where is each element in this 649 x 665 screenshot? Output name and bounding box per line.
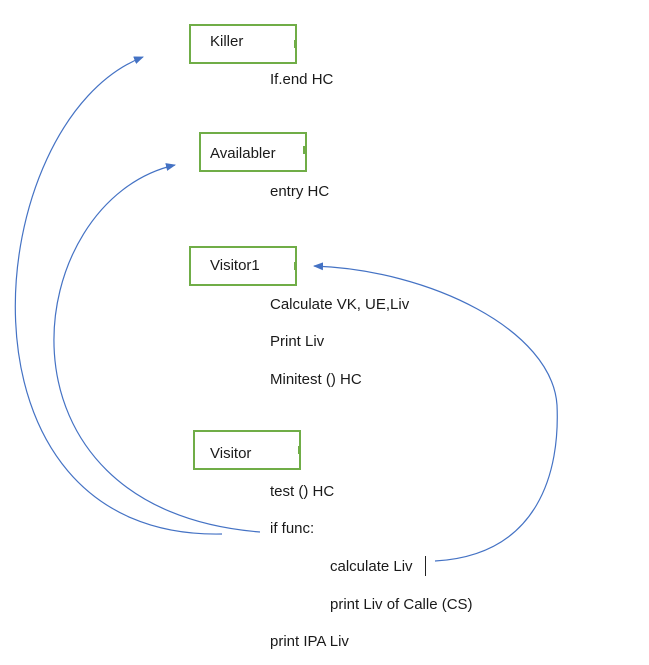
killer-box-handle bbox=[294, 40, 296, 48]
visitor1-line-1: Calculate VK, UE,Liv bbox=[270, 296, 410, 313]
arrow-to-killer bbox=[14, 56, 223, 535]
visitor-line-3: calculate Liv bbox=[330, 558, 413, 575]
visitor1-box bbox=[189, 246, 297, 286]
arrow-to-availabler bbox=[53, 163, 261, 533]
visitor-line-4: print Liv of Calle (CS) bbox=[330, 596, 473, 613]
visitor-box-handle bbox=[298, 446, 300, 454]
killer-box bbox=[189, 24, 297, 64]
visitor-box bbox=[193, 430, 301, 470]
visitor1-label: Visitor1 bbox=[210, 257, 260, 274]
visitor-label: Visitor bbox=[210, 445, 252, 462]
visitor-line-1: test () HC bbox=[270, 483, 335, 500]
visitor1-line-3: Minitest () HC bbox=[270, 371, 362, 388]
visitor-line-2: if func: bbox=[270, 520, 315, 537]
availabler-label: Availabler bbox=[210, 145, 276, 162]
visitor1-box-handle bbox=[294, 262, 296, 270]
visitor-line-5: print IPA Liv bbox=[270, 633, 349, 650]
availabler-box bbox=[199, 132, 307, 172]
availabler-line-1: entry HC bbox=[270, 183, 330, 200]
visitor1-line-2: Print Liv bbox=[270, 333, 325, 350]
availabler-box-handle bbox=[303, 146, 305, 154]
killer-line-1: If.end HC bbox=[270, 71, 334, 88]
arrow-to-visitor1 bbox=[313, 262, 558, 562]
killer-label: Killer bbox=[210, 33, 244, 50]
text-cursor bbox=[425, 556, 426, 576]
